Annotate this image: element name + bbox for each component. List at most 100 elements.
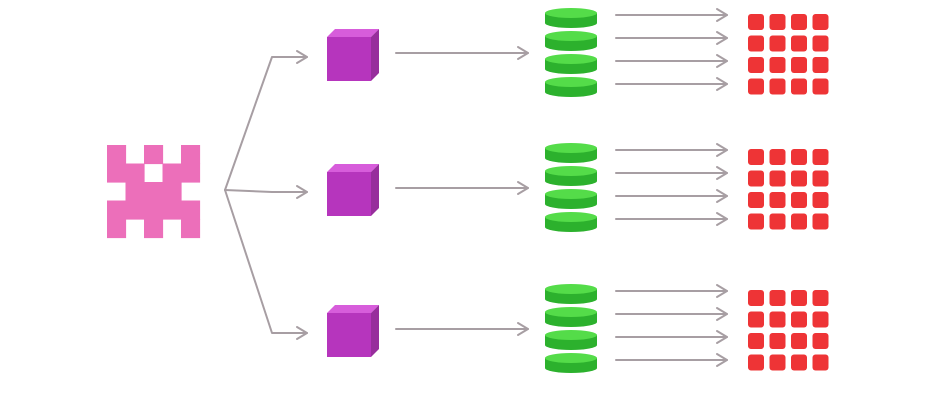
disk-top (545, 330, 597, 340)
disk (545, 212, 597, 232)
disk (545, 143, 597, 163)
branch-connector (224, 185, 308, 199)
grid-tile (748, 149, 764, 165)
branch (327, 8, 829, 97)
grid-tile (769, 213, 786, 230)
arrowhead (716, 166, 728, 180)
arrowhead (716, 284, 728, 298)
grid-tile (812, 35, 829, 52)
disk (545, 284, 597, 304)
disk (545, 54, 597, 74)
grid-tile (791, 333, 807, 349)
grid-tile (748, 192, 764, 208)
source-pixel (162, 182, 182, 202)
grid-tile (812, 149, 829, 165)
connector-line (224, 189, 308, 193)
arrowhead (716, 8, 728, 22)
source-pixel (162, 200, 182, 220)
arrowhead (296, 326, 308, 340)
red-tile-grid-icon (748, 290, 829, 371)
cube-top-face (327, 305, 379, 313)
grid-tile (791, 14, 807, 30)
red-tile-grid-icon (748, 14, 829, 95)
source-pixel (125, 200, 145, 220)
green-disk-stack-icon (545, 8, 597, 97)
cube-side-face (371, 29, 379, 81)
grid-tile (791, 57, 807, 73)
disk (545, 77, 597, 97)
grid-tile (748, 333, 764, 349)
grid-tile (748, 170, 764, 187)
disk-top (545, 284, 597, 294)
arrowhead (517, 181, 529, 195)
source-layer (107, 145, 201, 239)
disk (545, 330, 597, 350)
grid-tile (748, 35, 764, 52)
stack-to-grid-arrow (615, 212, 728, 226)
arrowhead (716, 330, 728, 344)
grid-tile (769, 35, 786, 52)
grid-tile (769, 78, 786, 95)
grid-tile (769, 333, 786, 349)
disk-top (545, 77, 597, 87)
arrowhead (716, 189, 728, 203)
disk (545, 166, 597, 186)
arrowhead (716, 54, 728, 68)
cube-front-face (327, 313, 371, 357)
source-pixel (144, 219, 164, 239)
source-pixel (181, 145, 201, 165)
pink-pixel-castle-icon (107, 145, 201, 239)
cube-top-face (327, 164, 379, 172)
source-pixel (144, 200, 164, 220)
source-pixel (107, 200, 127, 220)
stack-to-grid-arrow (615, 353, 728, 367)
arrowhead (296, 185, 308, 199)
grid-tile (748, 354, 764, 371)
branch-connector (224, 189, 308, 340)
cube-top-face (327, 29, 379, 37)
stack-to-grid-arrow (615, 8, 728, 22)
stack-to-grid-arrow (615, 77, 728, 91)
green-disk-stack-icon (545, 284, 597, 373)
source-pixel (107, 219, 127, 239)
stack-to-grid-arrow (615, 330, 728, 344)
arrowhead (716, 353, 728, 367)
stack-to-grid-arrow (615, 54, 728, 68)
disk-top (545, 8, 597, 18)
disk (545, 189, 597, 209)
branches-layer (327, 8, 829, 373)
cube-to-stack-arrow (395, 46, 529, 60)
disk-top (545, 166, 597, 176)
red-tile-grid-icon (748, 149, 829, 230)
grid-tile (812, 354, 829, 371)
grid-tile (791, 35, 807, 52)
source-pixel (181, 219, 201, 239)
fan-out-arrows (224, 50, 308, 340)
disk-top (545, 143, 597, 153)
grid-tile (791, 170, 807, 187)
disk-top (545, 189, 597, 199)
stack-to-grid-arrow (615, 143, 728, 157)
grid-tile (748, 14, 764, 30)
grid-tile (748, 213, 764, 230)
arrowhead (716, 31, 728, 45)
grid-tile (812, 311, 829, 328)
grid-tile (812, 290, 829, 306)
disk (545, 31, 597, 51)
source-pixel (181, 200, 201, 220)
source-pixel (125, 163, 145, 183)
grid-tile (748, 57, 764, 73)
grid-tile (769, 311, 786, 328)
grid-tile (769, 14, 786, 30)
grid-tile (812, 333, 829, 349)
disk (545, 353, 597, 373)
disk (545, 8, 597, 28)
cube-front-face (327, 172, 371, 216)
grid-tile (769, 149, 786, 165)
connector-line (224, 189, 308, 334)
stack-to-grid-arrow (615, 284, 728, 298)
arrowhead (716, 77, 728, 91)
source-pixel (107, 145, 127, 165)
source-pixel (162, 163, 182, 183)
